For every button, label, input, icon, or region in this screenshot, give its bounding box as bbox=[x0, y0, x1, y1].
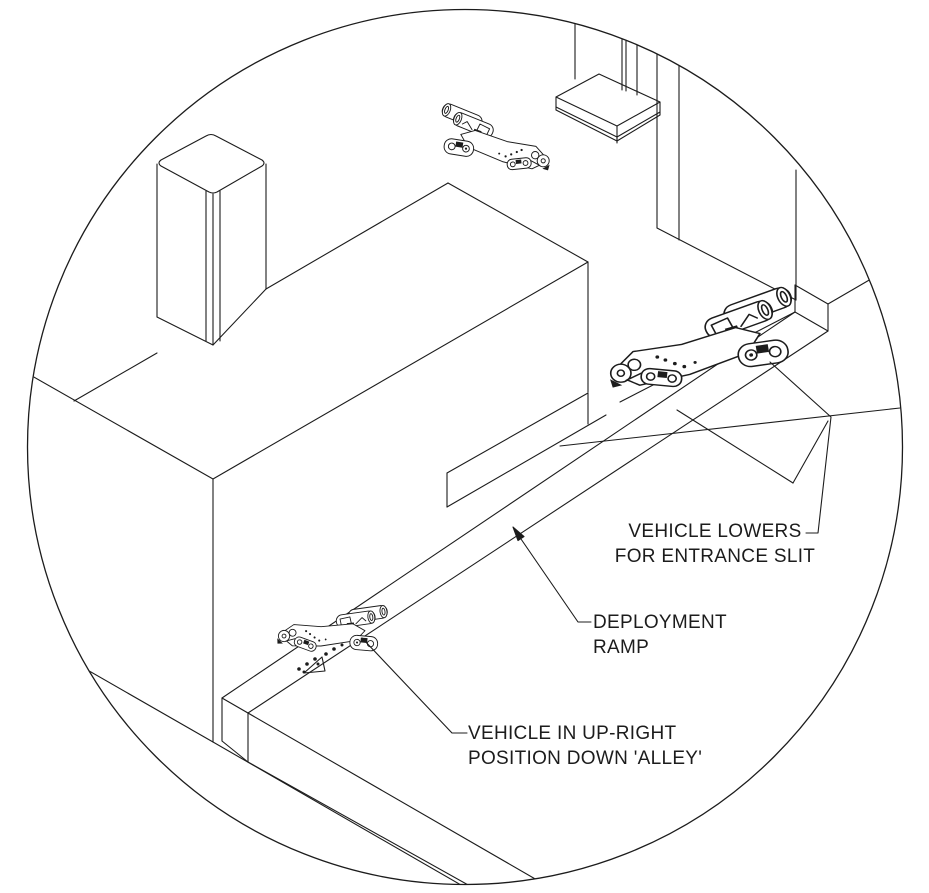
leader-lines bbox=[361, 361, 832, 734]
vehicle-at-slit bbox=[609, 284, 796, 389]
detail-circle-border bbox=[26, 8, 904, 886]
callout-deployment-ramp: DEPLOYMENT RAMP bbox=[593, 610, 727, 660]
large-block bbox=[31, 182, 607, 884]
callout-entrance-slit-line2: FOR ENTRANCE SLIT bbox=[614, 546, 816, 567]
callout-entrance-slit-line1: VEHICLE LOWERS bbox=[628, 521, 802, 542]
ramp-arrowhead-icon bbox=[512, 526, 525, 542]
vehicle-on-ramp bbox=[275, 580, 392, 669]
leader-deployment-ramp bbox=[520, 538, 592, 623]
entrance-slit bbox=[794, 284, 829, 332]
callout-alley-line1: VEHICLE IN UP-RIGHT bbox=[468, 723, 677, 744]
callout-alley-line2: POSITION DOWN 'ALLEY' bbox=[468, 748, 703, 769]
right-wall bbox=[559, 29, 901, 484]
callout-deployment-ramp-line2: RAMP bbox=[593, 637, 650, 658]
callout-deployment-ramp-line1: DEPLOYMENT bbox=[593, 612, 727, 633]
leader-entrance-slit bbox=[769, 361, 832, 534]
track-dots bbox=[297, 643, 344, 674]
vehicle-upper bbox=[439, 101, 551, 171]
deployment-ramp bbox=[221, 311, 829, 714]
block-groove bbox=[446, 392, 607, 508]
left-pillar bbox=[156, 133, 267, 346]
roof-column bbox=[555, 10, 661, 144]
leader-alley bbox=[361, 637, 468, 734]
callout-entrance-slit: VEHICLE LOWERS FOR ENTRANCE SLIT bbox=[608, 519, 822, 569]
callout-alley: VEHICLE IN UP-RIGHT POSITION DOWN 'ALLEY… bbox=[468, 721, 702, 771]
ramp-foot bbox=[303, 656, 326, 674]
alley-wall bbox=[221, 697, 538, 884]
